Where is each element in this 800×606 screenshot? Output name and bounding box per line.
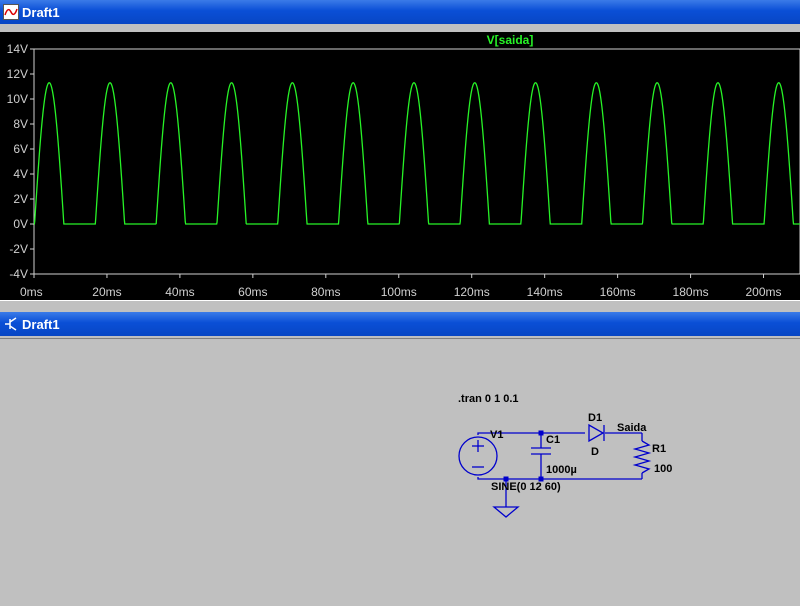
y-tick-label: 12V xyxy=(7,67,28,81)
pane-separator[interactable] xyxy=(0,300,800,313)
x-tick-label: 40ms xyxy=(165,285,194,299)
y-tick-label: 14V xyxy=(7,42,28,56)
circuit-wires[interactable] xyxy=(477,432,643,507)
x-tick-label: 100ms xyxy=(381,285,417,299)
trace-label[interactable]: V[saida] xyxy=(487,33,534,47)
x-tick-label: 80ms xyxy=(311,285,340,299)
capacitor-c1[interactable] xyxy=(531,447,551,455)
plot-frame xyxy=(33,48,800,275)
y-tick-label: -2V xyxy=(9,242,28,256)
y-tick-label: 10V xyxy=(7,92,28,106)
schematic-window-titlebar[interactable]: Draft1 xyxy=(0,312,800,336)
waveform-plot[interactable]: -4V -2V 0V 2V 4V 6V 8V 10V 12V 14V 0ms 20ms 40ms 60ms… xyxy=(0,32,800,300)
y-tick-label: -4V xyxy=(9,267,28,281)
v1-value-label[interactable]: SINE(0 12 60) xyxy=(491,481,561,493)
x-tick-label: 0ms xyxy=(20,285,43,299)
y-tick-label: 0V xyxy=(13,217,28,231)
d1-name-label[interactable]: D1 xyxy=(588,412,602,424)
y-tick-label: 8V xyxy=(13,117,28,131)
y-tick-label: 2V xyxy=(13,192,28,206)
c1-name-label[interactable]: C1 xyxy=(546,434,560,446)
r1-name-label[interactable]: R1 xyxy=(652,443,666,455)
schematic-canvas[interactable]: .tran 0 1 0.1 V1 SINE(0 12 60) C1 1000µ … xyxy=(0,338,800,601)
net-label-saida[interactable]: Saida xyxy=(617,422,647,434)
y-tick-label: 6V xyxy=(13,142,28,156)
plot-window-titlebar[interactable]: Draft1 xyxy=(0,0,800,24)
c1-value-label[interactable]: 1000µ xyxy=(546,464,577,476)
trace-v-saida[interactable] xyxy=(33,82,800,225)
x-tick-label: 120ms xyxy=(454,285,490,299)
plot-window-title: Draft1 xyxy=(22,5,60,20)
transistor-icon xyxy=(5,317,17,331)
junction-dots xyxy=(503,430,544,482)
schematic-window-title: Draft1 xyxy=(22,317,60,332)
x-tick-label: 140ms xyxy=(527,285,563,299)
y-tick-label: 4V xyxy=(13,167,28,181)
x-tick-label: 180ms xyxy=(673,285,709,299)
waveform-chart[interactable]: -4V -2V 0V 2V 4V 6V 8V 10V 12V 14V 0ms 20ms 40ms 60ms… xyxy=(0,32,800,300)
schematic-drawing[interactable]: .tran 0 1 0.1 V1 SINE(0 12 60) C1 1000µ … xyxy=(0,339,800,601)
waveform-icon xyxy=(3,4,19,20)
x-tick-label: 20ms xyxy=(92,285,121,299)
r1-value-label[interactable]: 100 xyxy=(654,463,672,475)
x-tick-label: 160ms xyxy=(600,285,636,299)
d1-value-label[interactable]: D xyxy=(591,446,599,458)
resistor-r1[interactable] xyxy=(632,440,652,474)
x-tick-label: 200ms xyxy=(746,285,782,299)
v1-name-label[interactable]: V1 xyxy=(490,429,503,441)
x-tick-label: 60ms xyxy=(238,285,267,299)
diode-d1[interactable] xyxy=(588,423,605,443)
voltage-source-v1[interactable] xyxy=(458,436,498,476)
ground-symbol[interactable] xyxy=(492,506,520,518)
spice-directive[interactable]: .tran 0 1 0.1 xyxy=(458,393,519,405)
